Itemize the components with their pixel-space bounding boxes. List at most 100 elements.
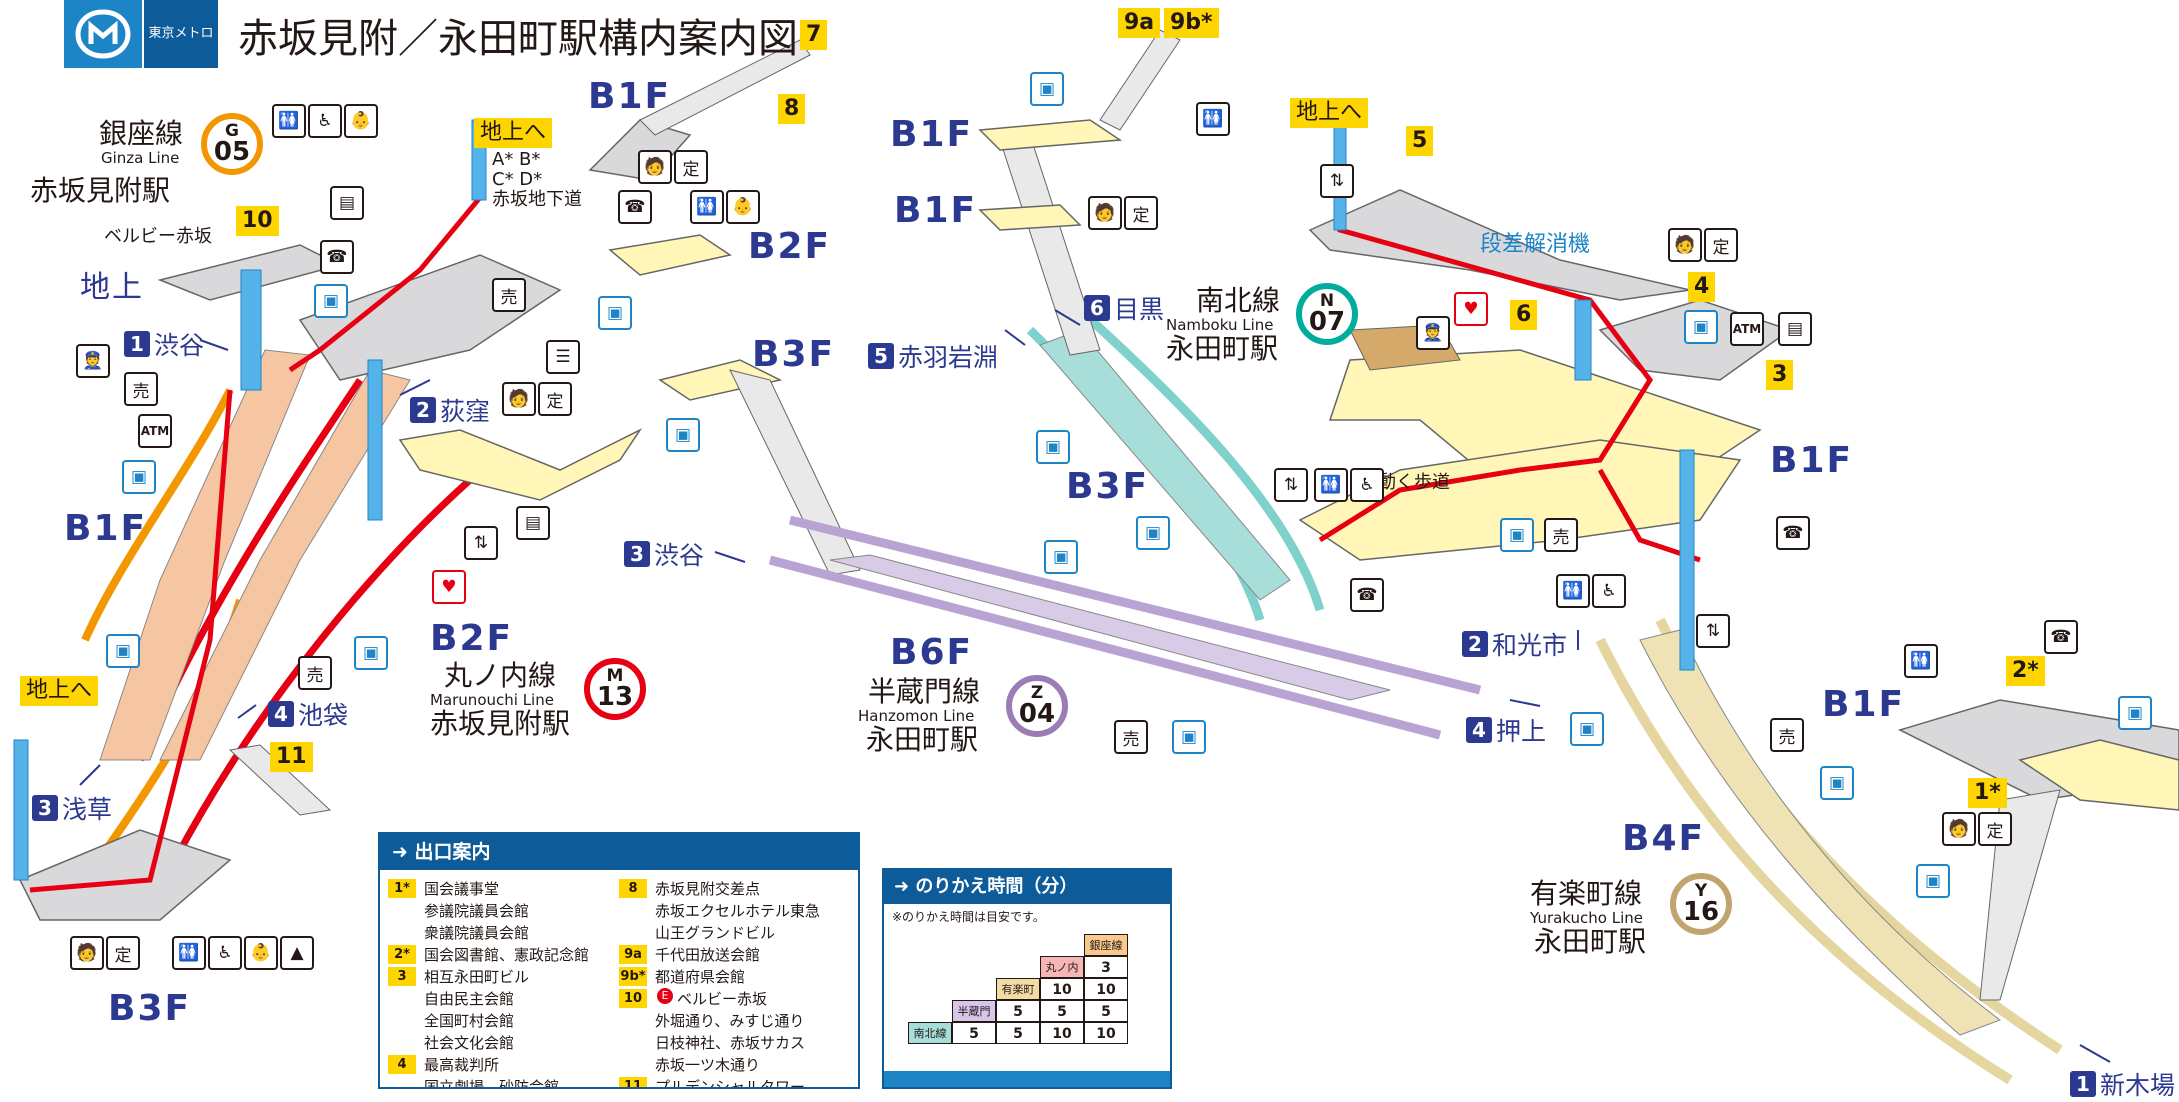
hanzomon-line-name: 半蔵門線 <box>868 675 981 708</box>
elevator-icon: ⇅ <box>464 526 498 560</box>
floor-label-left-b1f: B1F <box>64 508 148 549</box>
toilet-group-namboku: 🚻 ♿ <box>1314 468 1384 502</box>
shop-label: 売 <box>1778 727 1796 748</box>
transfer-line-header: 銀座線 <box>1084 934 1128 956</box>
ticket-machine-icon: ▣ <box>1684 310 1718 344</box>
exit-11: 11 <box>270 742 313 772</box>
elevator-shaft-namboku <box>1574 299 1592 381</box>
locker-icon: ▤ <box>516 506 550 540</box>
baby-icon: 👶 <box>244 936 278 970</box>
namboku-line-en: Namboku Line <box>1166 316 1274 334</box>
marunouchi-line-track-2 <box>171 477 473 862</box>
hanzomon-station-label: 半蔵門線 Hanzomon Line 永田町駅 <box>858 676 980 756</box>
ginza-line-track <box>81 388 234 642</box>
ticket-machine-icon: ▣ <box>314 284 348 318</box>
floor-label-hanzomon-b6f: B6F <box>890 632 974 673</box>
ticket-machine-icon: ▣ <box>666 418 700 452</box>
dir-num: 3 <box>32 795 58 821</box>
exit-info-row: 2*国会図書館、憲政記念館 <box>388 944 619 966</box>
exit-number-tag <box>388 923 416 942</box>
pass-icon: 定 <box>1978 812 2012 846</box>
hanzomon-station-name: 永田町駅 <box>866 723 979 756</box>
marunouchi-station-label: 丸ノ内線 Marunouchi Line 赤坂見附駅 <box>430 660 570 740</box>
station-office-icon: 👮 <box>76 344 110 378</box>
atm-icon: ATM <box>138 414 172 448</box>
ginza-station-label: 銀座線 Ginza Line <box>95 118 183 167</box>
dir-text: 赤羽岩淵 <box>898 343 999 372</box>
locker-icon: ▤ <box>330 186 364 220</box>
hanzomon-line-track <box>788 515 1482 695</box>
exit-number-tag <box>388 989 416 1008</box>
floor-label-chijou: 地上 <box>80 270 144 305</box>
ticket-machine-icon: ▣ <box>1820 766 1854 800</box>
yurakucho-station-name: 永田町駅 <box>1534 925 1647 958</box>
elevator-exit-badge: E <box>657 988 673 1004</box>
exit-number-tag: 8 <box>619 879 647 898</box>
passage-line-2: C* D* <box>492 169 543 190</box>
dir-text: 渋谷 <box>654 541 705 570</box>
yurakucho-line-name: 有楽町線 <box>1530 877 1643 910</box>
passage-line-3: 赤坂地下道 <box>492 189 582 210</box>
yurakucho-badge-number: 16 <box>1682 897 1720 927</box>
dir-num: 2 <box>1462 631 1488 657</box>
station-office-icon: 🧑 <box>70 936 104 970</box>
exit-info-row: 衆議院議員会館 <box>388 922 619 944</box>
shop-label: 売 <box>1552 527 1570 548</box>
namboku-line-name: 南北線 <box>1196 284 1281 317</box>
arrow-shinkiba-1 <box>2079 1044 2111 1063</box>
aed-icon: ♥ <box>1454 292 1488 326</box>
ticket-machine-icon: ▣ <box>106 634 140 668</box>
transfer-time-cell: 10 <box>1084 978 1128 1000</box>
station-office-icon: 🧑 <box>502 382 536 416</box>
exit-info-row: 山王グランドビル <box>619 922 850 944</box>
office-group-yurakucho: 🧑 定 <box>1942 812 2012 846</box>
exit-destination-text: 衆議院議員会館 <box>424 924 530 942</box>
exit-info-row: 外堀通り、みすじ通り <box>619 1010 850 1032</box>
exit-number-tag <box>388 1033 416 1052</box>
metro-logo-icon <box>75 9 131 59</box>
floor-label-far-right-b1f: B1F <box>1822 684 1906 725</box>
atm-icon: ATM <box>1730 312 1764 346</box>
transfer-line-header: 南北線 <box>908 1022 952 1044</box>
namboku-badge-number: 07 <box>1308 307 1346 337</box>
phone-icon: ☎ <box>320 240 354 274</box>
page-title: 赤坂見附／永田町駅構内案内図 <box>238 16 798 62</box>
exit-destination-text: プルデンシャルタワー <box>655 1078 806 1089</box>
elevator-shaft-left-b3f <box>13 739 29 881</box>
dir-num: 4 <box>1466 717 1492 743</box>
arrow-ogikubo-2 <box>399 379 431 396</box>
ticket-machine-icon: ▣ <box>1570 712 1604 746</box>
to-ground-label-b: 地上へ <box>1290 98 1369 128</box>
exit-info-row: 全国町村会館 <box>388 1010 619 1032</box>
metro-logo <box>64 0 142 68</box>
exit-destination-text: ベルビー赤坂 <box>677 990 768 1008</box>
shop-icon: 売 <box>1544 518 1578 552</box>
floor-label-hanzomon-b1f: B1F <box>890 114 974 155</box>
exit-destination-text: 社会文化会館 <box>424 1034 515 1052</box>
pass-icon: 定 <box>1124 196 1158 230</box>
b2f-corridor-left <box>398 428 643 501</box>
floor-label-mid-b3f: B3F <box>752 334 836 375</box>
info-icon: ☰ <box>546 340 580 374</box>
transfer-time-title-text: のりかえ時間（分） <box>915 876 1078 897</box>
exit-destination-text: 日枝神社、赤坂サカス <box>655 1034 806 1052</box>
arrow-meguro-6 <box>1054 309 1081 326</box>
baby-icon: 👶 <box>726 190 760 224</box>
transfer-time-cell: 10 <box>1084 1022 1128 1044</box>
hanzomon-line-track-2 <box>768 555 1442 740</box>
ticket-machine-icon: ▣ <box>598 296 632 330</box>
exit9-stairs <box>1099 29 1181 131</box>
mid-b2f-corridor <box>978 204 1082 231</box>
exit-number-tag <box>619 901 647 920</box>
namboku-badge-letter: N <box>1319 291 1335 311</box>
mid-b1f-concourse <box>978 119 1123 151</box>
ginza-line-badge: G 05 <box>201 113 263 175</box>
